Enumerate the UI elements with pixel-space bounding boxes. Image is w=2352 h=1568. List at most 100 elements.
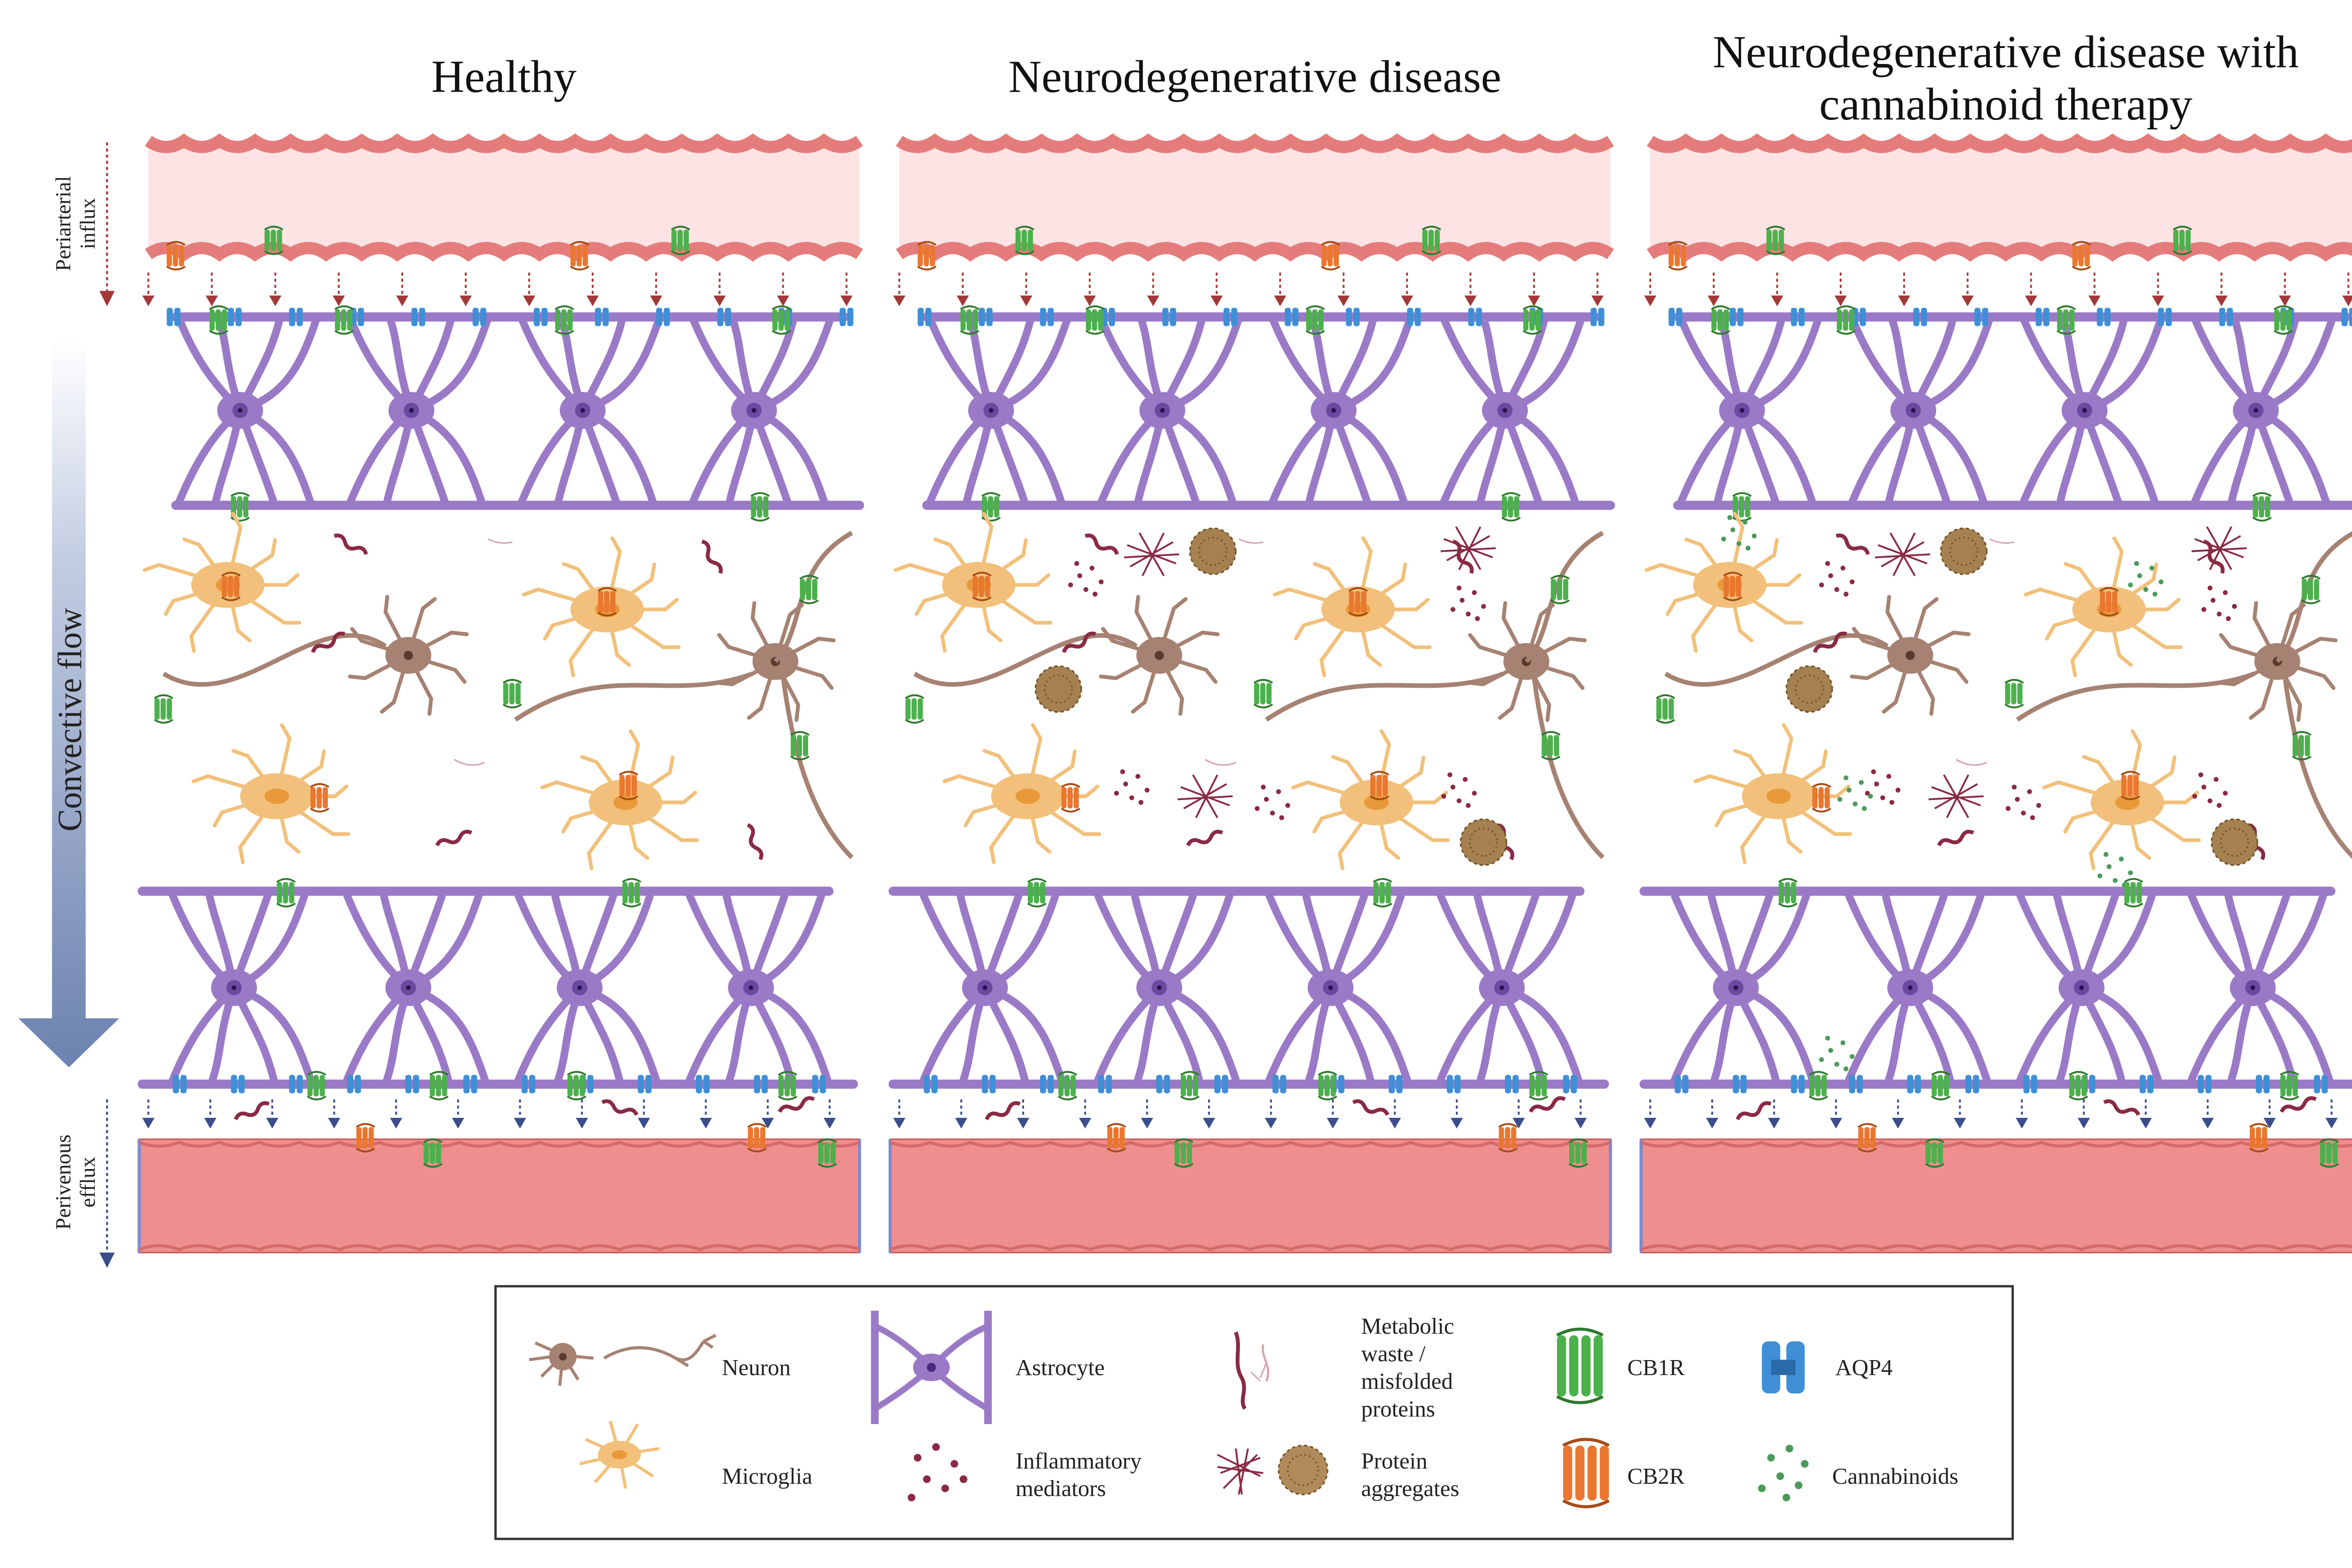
cb1r-icon	[1778, 878, 1798, 907]
aqp4-icon	[2198, 1075, 2212, 1093]
legend-microglia-icon	[579, 1420, 660, 1489]
efflux-arrows	[1644, 1099, 2338, 1129]
influx-side-label: Periarterial influx	[51, 142, 115, 306]
astrocyte-layer-bottom	[888, 878, 1609, 1100]
aqp4-icon	[1446, 1075, 1461, 1093]
astrocyte	[169, 891, 315, 1083]
legend-aqp4-label: AQP4	[1836, 1355, 1893, 1380]
aqp4-icon	[1389, 1075, 1403, 1093]
inflammatory-mediators	[1819, 561, 1855, 597]
cb1r-icon	[671, 225, 691, 255]
perivenous-label: Perivenous	[51, 1135, 75, 1230]
cb2r-icon	[1370, 771, 1390, 800]
aqp4-icon	[2097, 308, 2111, 326]
astrocyte	[1677, 314, 1822, 506]
cb1r-icon	[209, 305, 229, 335]
panel-title: Neurodegenerative disease	[1009, 51, 1502, 102]
inflammatory-mediators	[1450, 585, 1486, 621]
cb1r-icon	[2172, 225, 2193, 255]
waste-fragment	[1937, 829, 1974, 846]
aqp4-icon	[463, 1075, 477, 1093]
legend: Neuron Microglia Astrocyte Inflammatory …	[494, 1285, 2014, 1540]
cb1r-icon	[264, 225, 284, 255]
microglia	[1693, 723, 1852, 864]
cb1r-icon	[334, 305, 354, 335]
aqp4-icon	[2341, 308, 2352, 326]
aqp4-icon	[1468, 308, 1482, 326]
parenchyma	[1645, 512, 2352, 1072]
astrocyte	[1440, 314, 1585, 506]
aqp4-icon	[2035, 308, 2050, 326]
waste-fragment	[1062, 631, 1097, 653]
inflammatory-mediators	[1865, 769, 1901, 805]
cb1r-icon	[555, 305, 574, 335]
vein	[137, 1123, 861, 1254]
aqp4-icon	[696, 1075, 710, 1093]
parenchyma	[143, 512, 854, 870]
astrocyte-layer-top	[1669, 305, 2352, 522]
cb1r-icon	[1180, 1071, 1200, 1100]
influx-arrows	[893, 272, 1604, 306]
cb2r-icon	[917, 241, 937, 271]
waste-fragment	[1836, 533, 1870, 555]
cb2r-icon	[356, 1123, 375, 1153]
astrocyte	[2019, 314, 2165, 506]
cannabinoids	[2128, 561, 2164, 597]
cb1r-icon	[1422, 225, 1441, 255]
microglia	[1291, 729, 1450, 870]
cb2r-icon	[1858, 1123, 1877, 1153]
cb1r-icon	[2280, 1071, 2299, 1100]
legend-aggregates-label-2: aggregates	[1361, 1476, 1459, 1501]
legend-aqp4-icon	[1762, 1341, 1805, 1393]
astrocyte	[1265, 891, 1411, 1083]
aqp4-icon	[230, 1075, 245, 1093]
aqp4-icon	[472, 308, 486, 326]
waste-fragment	[601, 1099, 639, 1116]
aqp4-icon	[982, 1075, 996, 1093]
legend-cb2r-icon	[1562, 1438, 1610, 1508]
aqp4-icon	[1272, 1075, 1287, 1093]
cb2r-icon	[2121, 771, 2140, 800]
cb1r-icon	[790, 731, 810, 761]
panel-1: Neurodegenerative disease	[888, 51, 1615, 1254]
aqp4-icon	[405, 1075, 419, 1093]
waste-thread	[1205, 538, 1263, 766]
cb2r-icon	[2099, 587, 2119, 617]
legend-neuron-label: Neuron	[722, 1355, 791, 1380]
cb2r-icon	[1106, 1123, 1127, 1153]
cb1r-icon	[2292, 731, 2312, 761]
aqp4-icon	[1162, 308, 1176, 326]
legend-waste-label-1: Metabolic	[1361, 1313, 1454, 1339]
cb1r-icon	[622, 878, 642, 907]
cb2r-icon	[570, 241, 589, 271]
aqp4-icon	[1849, 1075, 1863, 1093]
cb2r-icon	[747, 1123, 767, 1153]
aqp4-icon	[1791, 1075, 1805, 1093]
inflammatory-mediators	[2005, 784, 2042, 820]
aqp4-icon	[917, 308, 932, 326]
cb1r-icon	[1809, 1071, 1828, 1100]
aqp4-icon	[289, 1075, 303, 1093]
astrocyte	[1437, 891, 1582, 1083]
aqp4-icon	[2023, 1075, 2037, 1093]
cb1r-icon	[960, 305, 979, 335]
cb1r-icon	[567, 1071, 587, 1100]
cb1r-icon	[2004, 679, 2024, 708]
waste-fragment	[1352, 1099, 1390, 1116]
cannabinoids	[1721, 515, 1757, 551]
aqp4-icon	[1224, 308, 1238, 326]
astrocyte	[1097, 314, 1243, 506]
legend-astrocyte-label: Astrocyte	[1016, 1355, 1105, 1380]
aqp4-icon	[289, 308, 303, 326]
astrocyte	[346, 314, 492, 506]
waste-fragment	[2103, 1099, 2140, 1116]
waste-fragment	[1736, 1101, 1772, 1121]
cb2r-icon	[1348, 587, 1368, 617]
panel-title-line: cannabinoid therapy	[1819, 79, 2193, 130]
aqp4-icon	[978, 308, 993, 326]
cb2r-icon	[2249, 1123, 2269, 1153]
artery	[1646, 133, 2352, 271]
legend-aggregates-label-1: Protein	[1361, 1448, 1428, 1473]
aqp4-icon	[533, 308, 548, 326]
aqp4-icon	[521, 1075, 535, 1093]
